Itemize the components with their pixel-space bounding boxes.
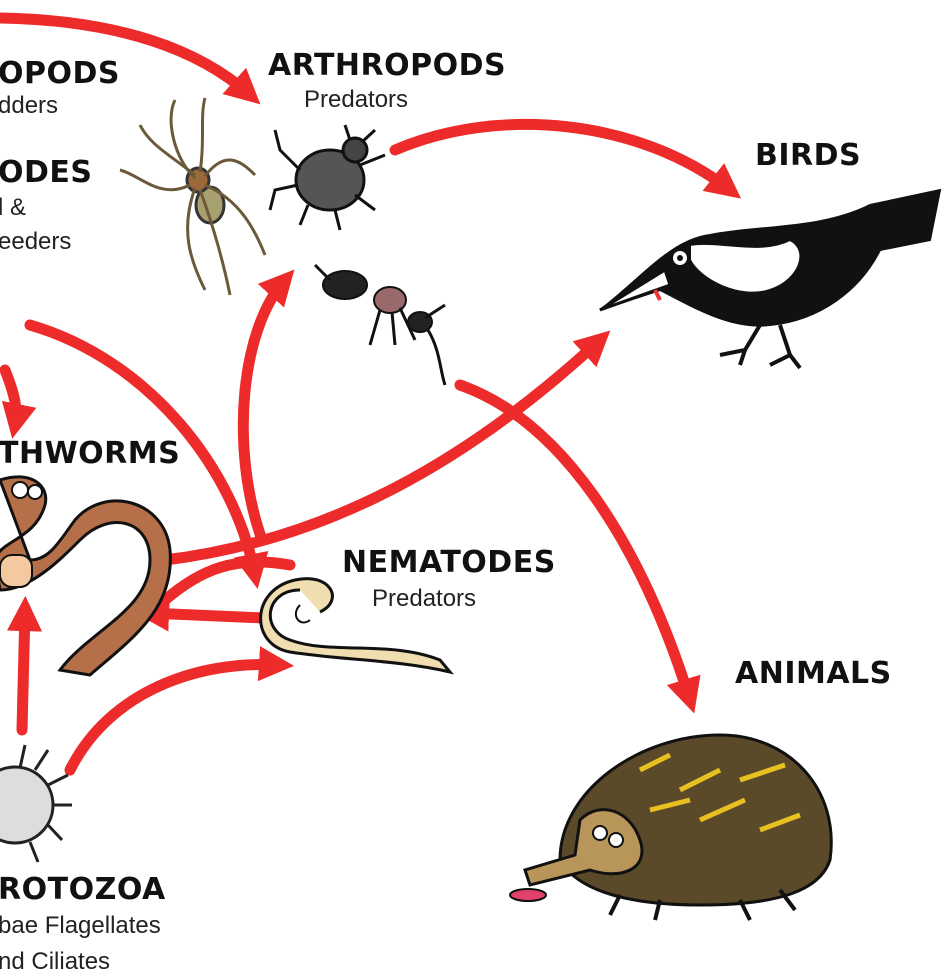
nematode-predators-subtitle: Predators <box>372 585 476 613</box>
nematodes-left-subtitle-2: eeders <box>0 228 71 256</box>
echidna-icon <box>510 735 831 920</box>
animals-title: ANIMALS <box>735 656 892 691</box>
arthropod-predators-subtitle: Predators <box>304 86 408 114</box>
arrow-nematodes-to-arthropod-predators <box>243 280 285 540</box>
protozoa-icon <box>0 745 72 862</box>
protozoa-title: ROTOZOA <box>0 872 166 907</box>
magpie-icon <box>600 190 940 368</box>
nematodes-left-subtitle-1: l & <box>0 194 26 222</box>
protozoa-subtitle-2: nd Ciliates <box>0 948 110 976</box>
arthropod-predators-title: ARTHROPODS <box>268 48 506 83</box>
nematode-predators-title: NEMATODES <box>342 545 556 580</box>
arrow-nematode-to-earthworms <box>148 613 265 618</box>
nematodes-left-title: ODES <box>0 155 93 190</box>
arrow-protozoa-to-earthworms <box>22 610 25 730</box>
arthropods-left-title: OPODS <box>0 56 120 91</box>
arrow-predators-to-birds <box>395 124 730 190</box>
earthworms-title: THWORMS <box>0 436 180 471</box>
arrow-protozoa-to-nematodes <box>70 664 280 770</box>
spider-icon <box>120 98 265 295</box>
arthropods-left-subtitle: dders <box>0 92 58 120</box>
arrow-left-to-earthworms <box>5 370 16 425</box>
ant-icon <box>315 265 445 385</box>
birds-title: BIRDS <box>755 138 861 173</box>
arrow-earthworms-to-birds <box>165 340 600 560</box>
mite-icon <box>270 125 385 230</box>
protozoa-subtitle-1: bae Flagellates <box>0 912 161 940</box>
